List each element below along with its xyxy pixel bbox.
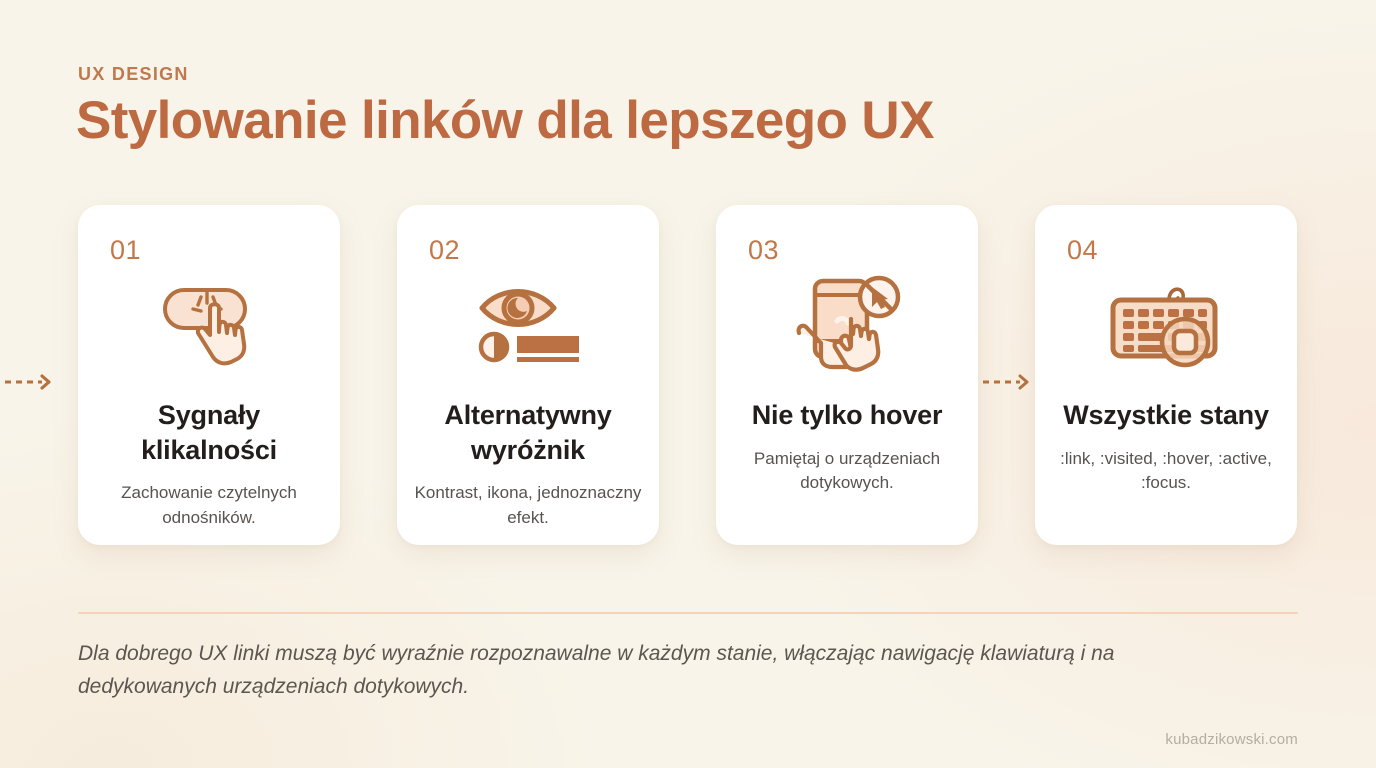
card-description: Zachowanie czytelnych odnośników.	[121, 483, 297, 527]
phone-no-cursor-icon	[732, 272, 962, 376]
card-description: Pamiętaj o urządzeniach dotykowych.	[753, 448, 941, 493]
card-01: 01 Sygnały klikalności Zachowanie czytel…	[78, 205, 340, 545]
footer-note: Dla dobrego UX linki muszą być wyraźnie …	[78, 642, 1115, 698]
card-04: 04	[1035, 205, 1297, 545]
footer-divider	[78, 612, 1298, 614]
page-title: Stylowanie linków dla lepszego UX	[76, 91, 934, 150]
watermark: kubadzikowski.com	[1165, 731, 1298, 748]
card-description: Kontrast, ikona, jednoznaczny efekt.	[414, 483, 642, 527]
card-description: :link, :visited, :hover, :active, :focus…	[1060, 448, 1272, 493]
card-number: 03	[748, 235, 780, 265]
card-title: Nie tylko hover	[751, 400, 943, 430]
card-title: Sygnały klikalności	[141, 400, 277, 465]
eyebrow-label: UX DESIGN	[78, 64, 189, 84]
cards-row: 01 Sygnały klikalności Zachowanie czytel…	[78, 205, 1298, 545]
card-03: 03 Nie tylko hover Pamiętaj o urządzenia…	[716, 205, 978, 545]
hand-tap-button-icon	[94, 272, 324, 376]
card-number: 02	[429, 235, 461, 265]
card-number: 04	[1067, 235, 1099, 265]
arrow-3-to-4	[0, 372, 57, 392]
card-title: Wszystkie stany	[1063, 400, 1269, 430]
eye-contrast-icon	[413, 272, 643, 376]
card-02: 02 Alternatywny wyróżnik Kontrast, ikona…	[397, 205, 659, 545]
card-number: 01	[110, 235, 142, 265]
arrow-1-to-2	[978, 372, 1035, 392]
card-title: Alternatywny wyróżnik	[444, 400, 612, 465]
keyboard-focus-icon	[1051, 272, 1281, 376]
